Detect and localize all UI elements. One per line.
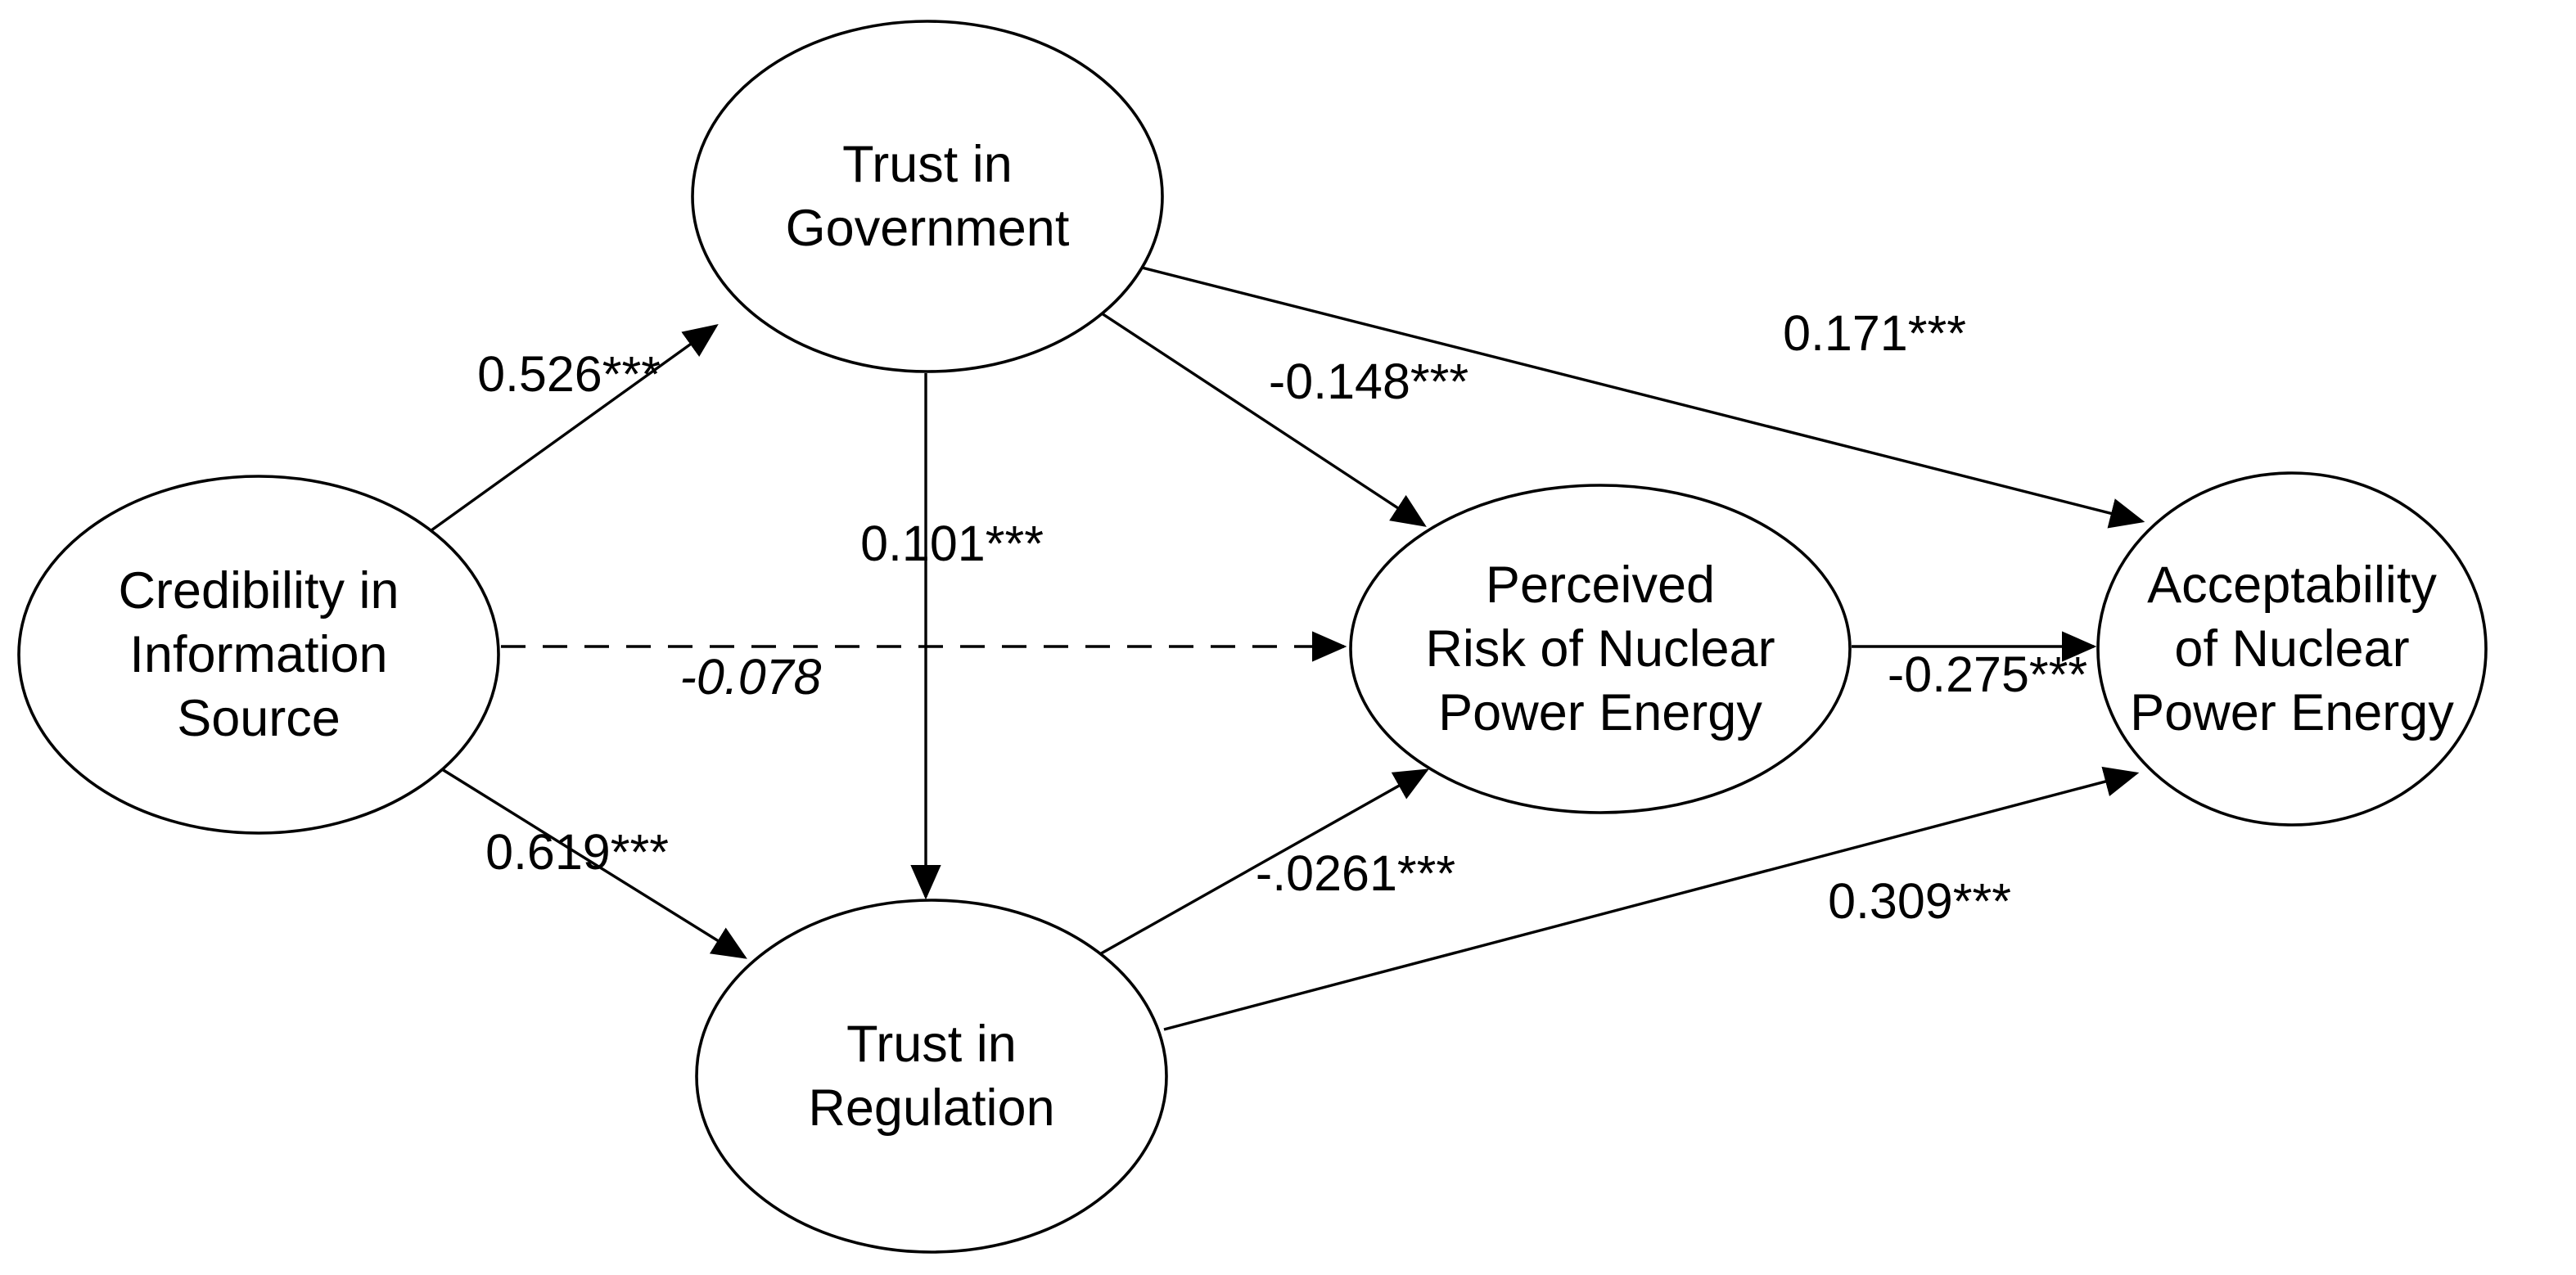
edge-label-cred_to_reg: 0.619***: [485, 824, 669, 880]
edge-label-cred_to_risk: -0.078: [680, 649, 822, 705]
node-ellipse-trust_gov: [691, 20, 1164, 373]
node-label-line: of Nuclear: [2174, 620, 2409, 678]
node-ellipse-trust_reg: [695, 899, 1168, 1254]
node-label-trust_reg: Trust in Regulation: [808, 1016, 1054, 1137]
node-label-line: Power Energy: [1438, 684, 1762, 741]
node-label-line: Power Energy: [2130, 684, 2454, 741]
edge-label-reg_to_acc: 0.309***: [1828, 873, 2011, 929]
node-label-line: Perceived: [1486, 556, 1715, 614]
edge-line-cred_to_reg: [441, 768, 747, 959]
node-label-line: Government: [786, 200, 1070, 257]
edge-line-gov_to_acc: [1141, 266, 2145, 529]
edge-label-gov_to_risk: -0.148***: [1269, 354, 1468, 409]
edge-line-cred_to_gov: [431, 324, 719, 532]
node-label-line: Credibility in: [118, 562, 399, 619]
edge-label-risk_to_acc: -0.275***: [1888, 647, 2087, 702]
edge-label-gov_to_acc: 0.171***: [1783, 305, 1966, 361]
edge-label-gov_to_reg: 0.101***: [860, 516, 1044, 571]
edge-label-cred_to_gov: 0.526***: [477, 346, 661, 402]
node-label-line: Regulation: [808, 1079, 1054, 1137]
node-label-line: Risk of Nuclear: [1425, 620, 1775, 678]
edges-layer: [431, 266, 2145, 1031]
node-ellipse-acceptability: [2096, 471, 2488, 827]
node-ellipse-credibility: [17, 475, 500, 835]
node-label-trust_gov: Trust in Government: [786, 136, 1070, 257]
node-label-line: Source: [177, 690, 341, 747]
edge-label-reg_to_risk: -.0261***: [1256, 845, 1455, 901]
node-label-line: Information: [129, 626, 387, 683]
node-label-line: Acceptability: [2147, 556, 2437, 614]
node-label-line: Trust in: [846, 1016, 1017, 1073]
node-label-line: Trust in: [842, 136, 1013, 193]
edge-line-reg_to_risk: [1096, 768, 1429, 957]
edge-line-gov_to_risk: [1101, 312, 1427, 527]
node-ellipse-perceived_risk: [1349, 484, 1852, 814]
edge-labels-layer: 0.526*** 0.619*** -0.078 0.101*** -0.148*** 0…: [477, 305, 2087, 929]
edge-line-reg_to_acc: [1163, 766, 2140, 1031]
